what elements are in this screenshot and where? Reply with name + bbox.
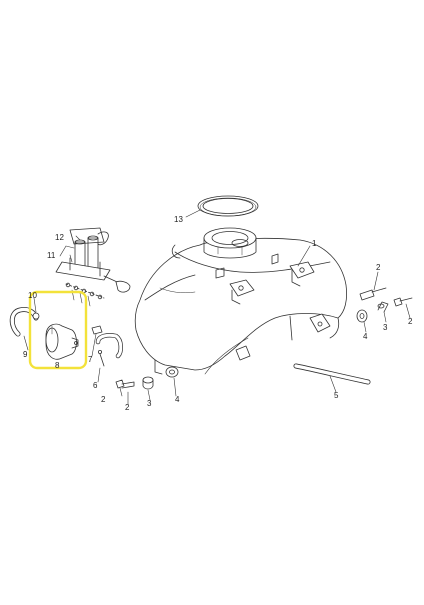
gasket-ring-part — [197, 195, 259, 217]
callout-6: 6 — [93, 381, 98, 390]
fuel-pump-part — [55, 227, 131, 293]
callout-10: 10 — [28, 291, 37, 300]
callout-3-left: 3 — [147, 399, 152, 408]
callout-2-right-top: 2 — [376, 263, 381, 272]
callout-8: 8 — [55, 361, 60, 370]
callout-2-right: 2 — [408, 317, 413, 326]
leader-lines — [23, 209, 411, 405]
drain-hose-part — [293, 363, 371, 385]
callout-2-bottom: 2 — [125, 403, 130, 412]
callout-3-right: 3 — [383, 323, 388, 332]
callout-labels: 1 2 2 2 2 3 3 4 4 5 6 7 8 9 10 11 12 13 — [23, 215, 413, 412]
screw-set-part — [65, 282, 105, 307]
callout-7: 7 — [88, 355, 93, 364]
callout-2-left: 2 — [101, 395, 106, 404]
highlight-box — [28, 290, 88, 370]
lower-left-fasteners — [115, 366, 179, 390]
callout-11: 11 — [47, 251, 56, 260]
callout-4-right: 4 — [363, 332, 368, 341]
fuel-filter-part — [45, 323, 79, 360]
callout-4-left: 4 — [175, 395, 180, 404]
fuel-tank-part — [134, 227, 347, 375]
callout-1: 1 — [312, 239, 317, 248]
pin-part — [98, 349, 105, 367]
callout-12: 12 — [55, 233, 64, 242]
right-side-fasteners — [356, 287, 413, 323]
fuel-hose-part — [9, 307, 40, 337]
callout-13: 13 — [174, 215, 183, 224]
callout-9: 9 — [23, 350, 28, 359]
hose-elbow-part — [91, 325, 123, 359]
callout-5: 5 — [334, 391, 339, 400]
